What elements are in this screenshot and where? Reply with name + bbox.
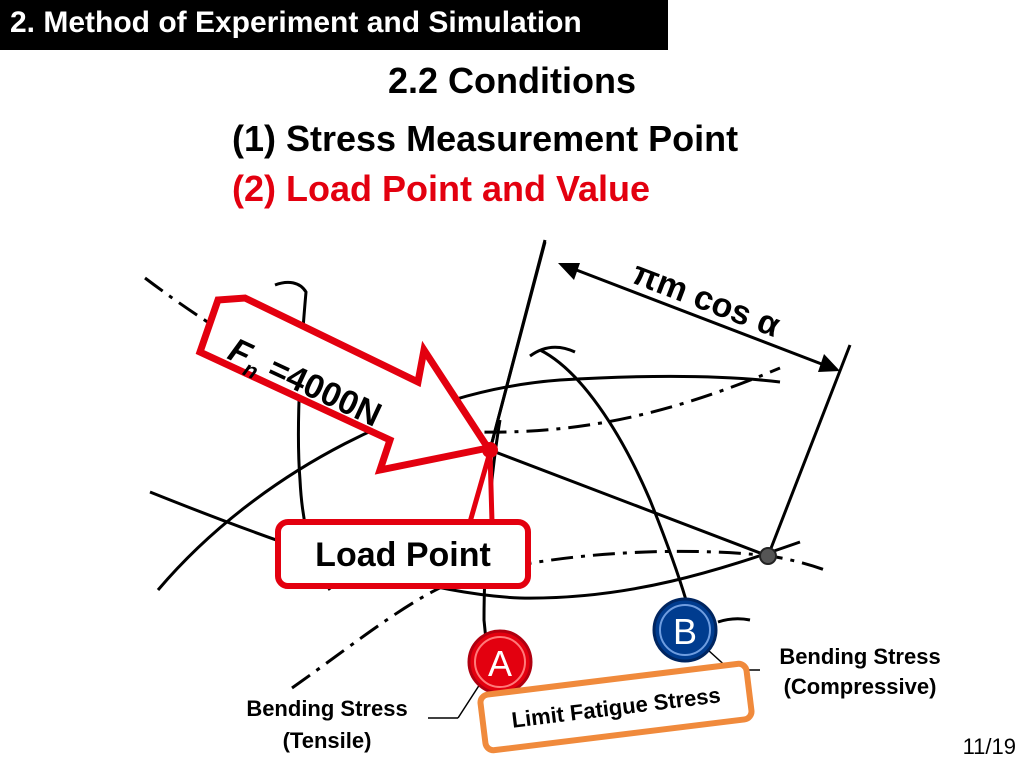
point-a-caption-line2: (Tensile) (283, 728, 372, 753)
dimension-extension-right (766, 344, 852, 557)
load-point-pointer (467, 451, 495, 523)
load-point-dot (482, 442, 498, 458)
dimension-arrowhead-right (818, 354, 840, 372)
gear-outline-upper (156, 374, 781, 591)
limit-fatigue-box (477, 660, 755, 754)
header-title: 2. Method of Experiment and Simulation (10, 6, 582, 39)
point-b-letter: B (673, 611, 697, 652)
list-item-stress-measurement: (1) Stress Measurement Point (232, 118, 739, 159)
dimension-extension-left (488, 239, 547, 451)
point-a-marker-highlight (474, 636, 526, 688)
gear-outline-lower (149, 490, 801, 600)
point-b-marker (652, 597, 718, 663)
point-a-letter: A (488, 643, 512, 684)
point-b-caption-line1: Bending Stress (779, 644, 940, 669)
list-item-load-point: (2) Load Point and Value (232, 168, 651, 209)
point-b-marker-highlight (659, 604, 711, 656)
header-bar: 2. Method of Experiment and Simulation (0, 0, 668, 50)
dimension-arrow-line (565, 264, 833, 370)
load-point-box (275, 519, 531, 589)
page-number: 11/19 (962, 734, 1016, 759)
point-a-caption-line1: Bending Stress (246, 696, 407, 721)
pitch-point-dot (759, 547, 777, 565)
point-b-caption-line2: (Compressive) (784, 674, 937, 699)
line-of-action (489, 448, 769, 558)
slide-title: 2.2 Conditions (387, 60, 636, 101)
limit-fatigue-group: Limit Fatigue Stress (477, 660, 755, 754)
load-point-label: Load Point (315, 536, 491, 574)
dimension-arrowhead-left (558, 263, 580, 280)
pitch-circle-lower (291, 549, 831, 690)
tooth-profile-center (529, 345, 688, 601)
tooth-tip-right (717, 617, 751, 624)
point-a-leader (457, 683, 481, 719)
